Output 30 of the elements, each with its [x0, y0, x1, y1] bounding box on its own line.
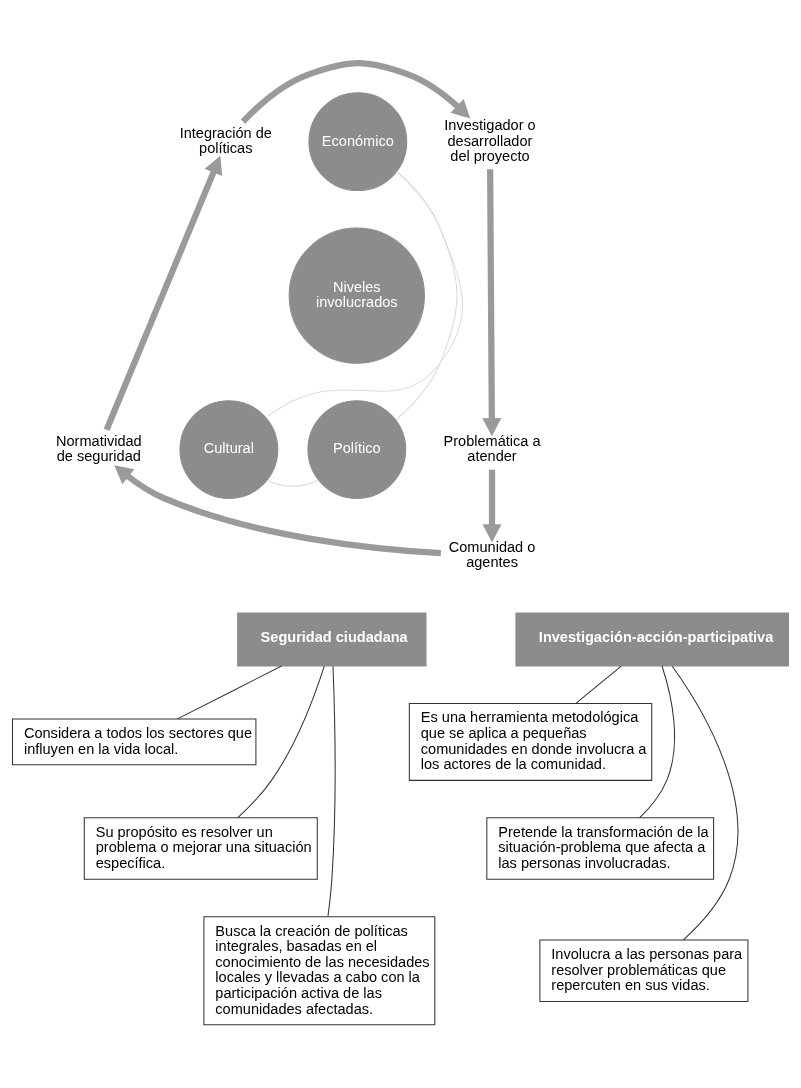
connector — [265, 171, 464, 418]
node-text: Investigador o desarrollador del proyecto — [444, 116, 536, 165]
connector — [639, 665, 676, 819]
node-box: Su propósito es resolver un problema o mejorar una situación específica. — [83, 817, 318, 880]
arrow — [103, 155, 223, 431]
connector — [575, 665, 622, 704]
connector — [176, 665, 282, 720]
connector — [266, 479, 320, 487]
arrow — [482, 169, 502, 437]
node-circle: Cultural — [179, 400, 279, 499]
node-circle: Político — [307, 400, 407, 499]
node-box: Seguridad ciudadana — [237, 612, 427, 667]
node-text: Comunidad o agentes — [448, 538, 536, 571]
node-box: Busca la creación de políticas integrales, basadas en el conocimiento de las necesidades locales y llevadas a cabo con la participación activa de las comunidades afectadas. — [203, 916, 436, 1026]
node-box: Es una herramienta metodológica que se aplica a pequeñas comunidades en donde involucra a los actores de la comunidad. — [408, 702, 653, 781]
arrow — [240, 60, 471, 124]
node-box: Investigación-acción-participativa — [515, 612, 789, 667]
node-text: Problemática a atender — [443, 432, 541, 465]
node-box: Pretende la transformación de la situación-problema que afecta a las personas involucradas. — [486, 817, 715, 880]
arrow — [482, 469, 502, 543]
node-circle: Económico — [308, 92, 408, 192]
node-box: Involucra a las personas para resolver problemáticas que repercuten en sus vidas. — [539, 939, 749, 1002]
connector — [237, 665, 325, 819]
node-box: Considera a todos los sectores que influyen en la vida local. — [12, 718, 257, 766]
connector — [671, 665, 739, 941]
node-circle: Niveles involucrados — [288, 227, 425, 364]
node-text: Normatividad de seguridad — [55, 432, 142, 465]
connector — [327, 665, 336, 917]
node-text: Integración de políticas — [179, 124, 272, 157]
arrow — [114, 465, 442, 557]
